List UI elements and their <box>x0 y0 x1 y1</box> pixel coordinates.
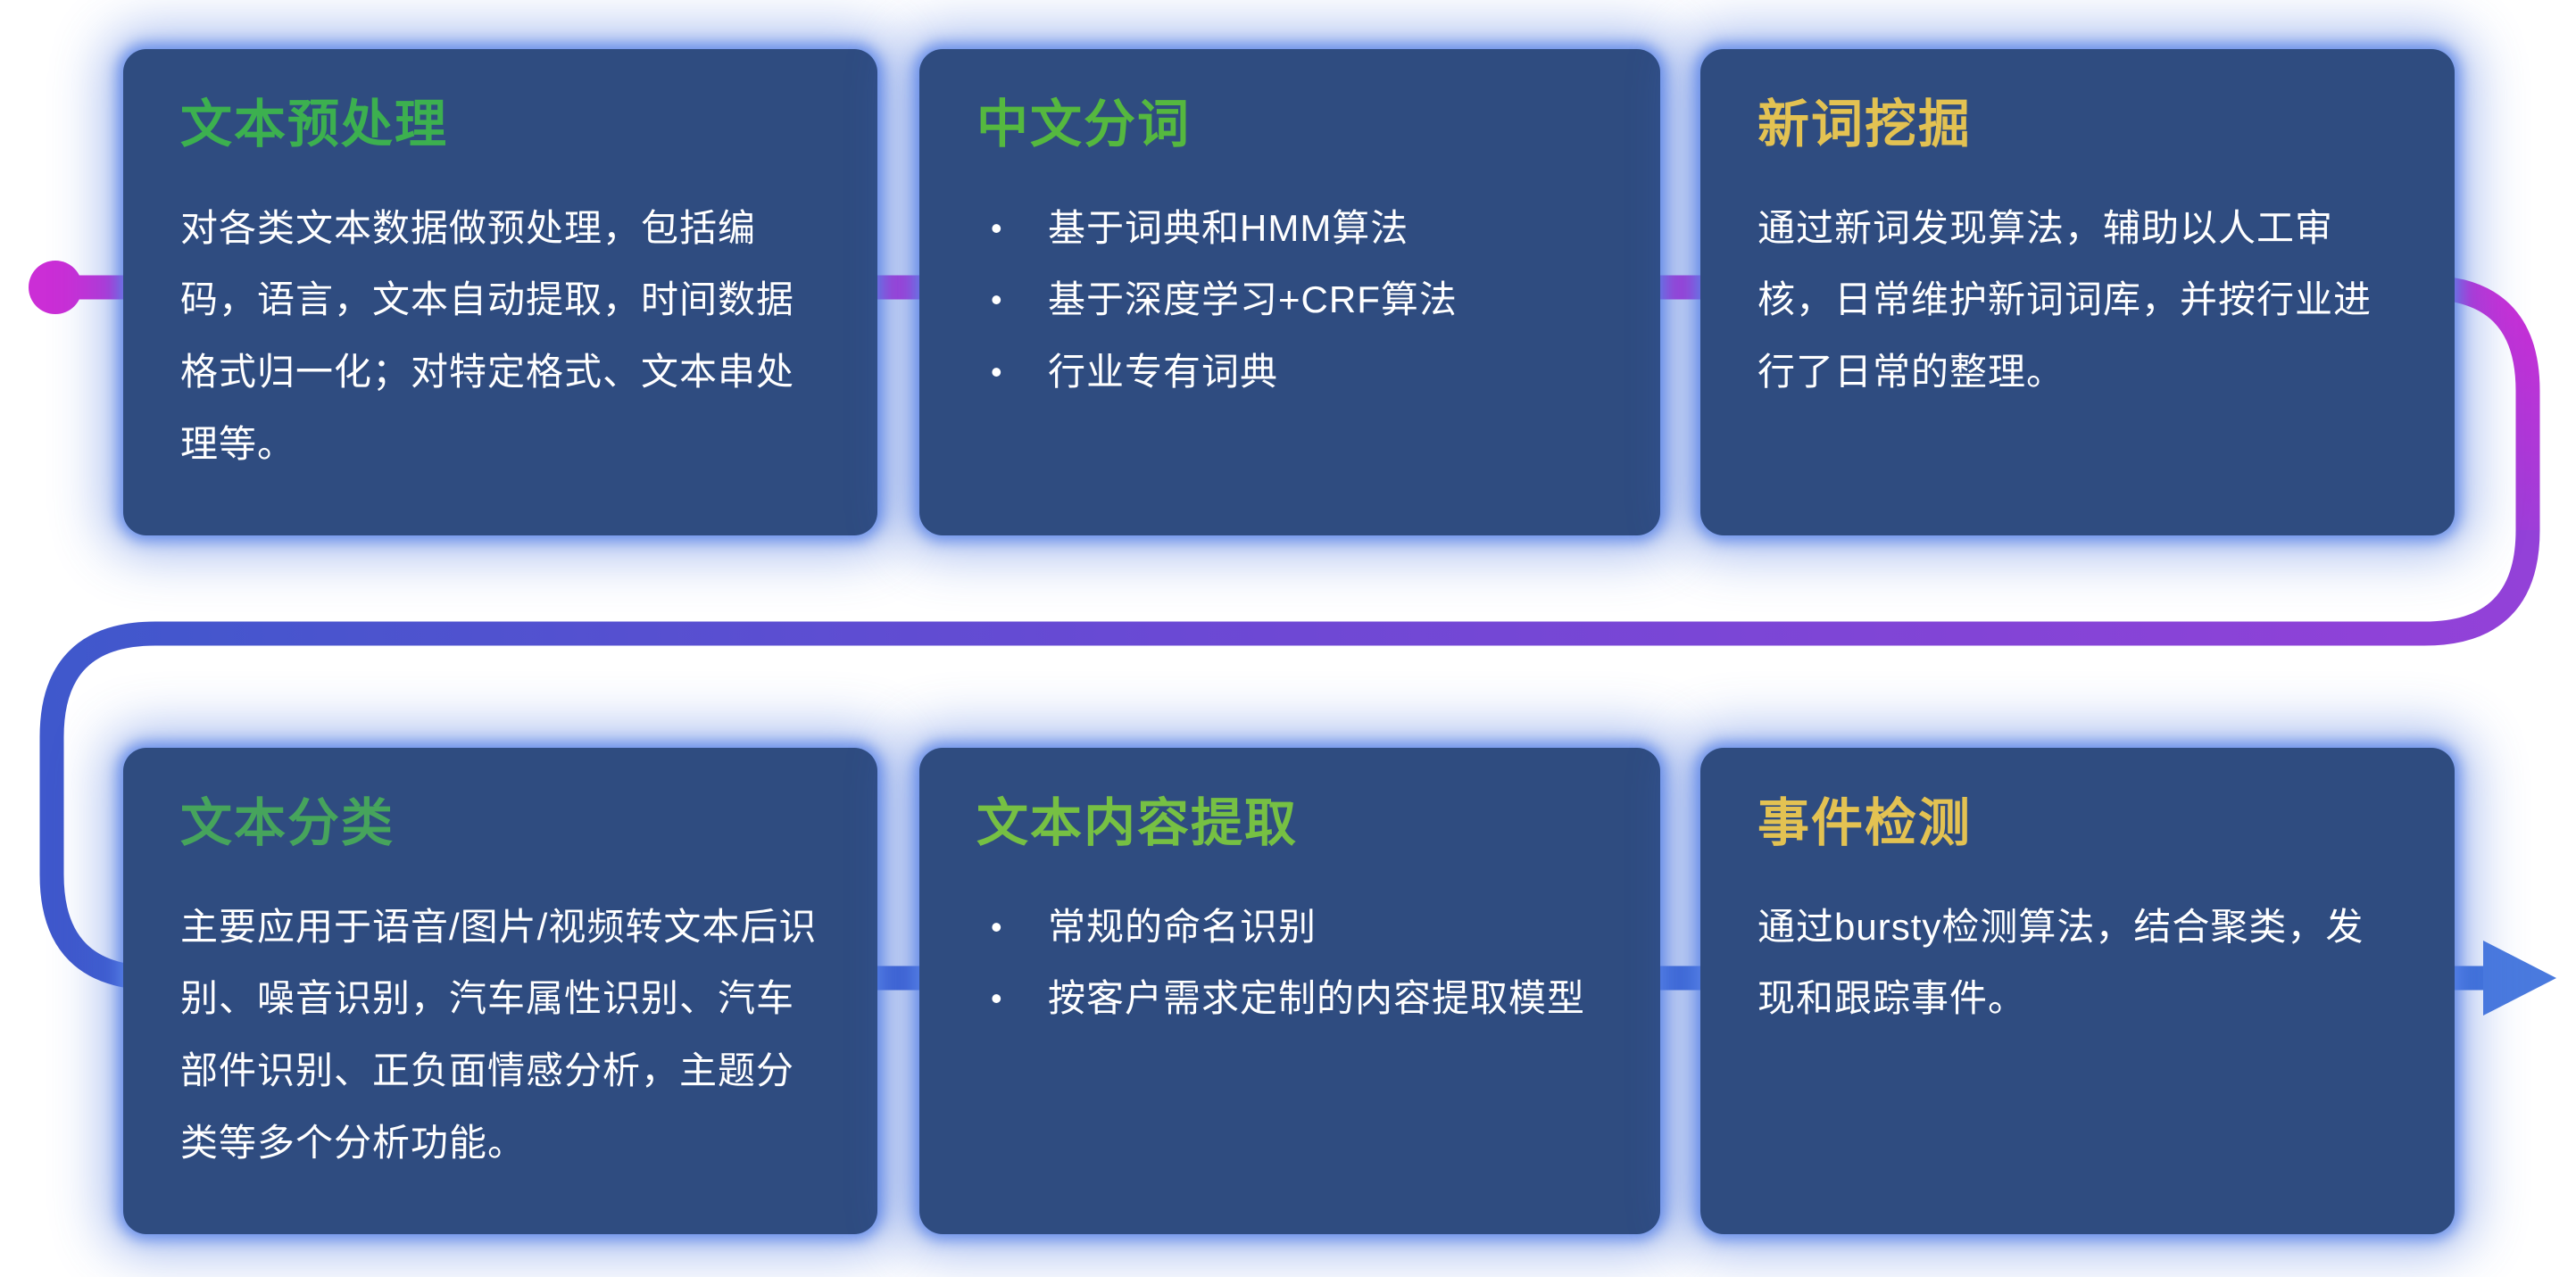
card-title: 文本分类 <box>180 794 395 852</box>
card-chinese-word-segmentation: 中文分词 • 基于词典和HMM算法 • 基于深度学习+CRF算法 • 行业专有词… <box>919 49 1660 535</box>
card-title: 新词挖掘 <box>1757 95 1973 153</box>
bullet-marker-icon: • <box>991 352 1003 390</box>
card-new-word-mining: 新词挖掘 通过新词发现算法，辅助以人工审核，日常维护新词词库，并按行业进行了日常… <box>1700 49 2455 535</box>
bullet-text: 按客户需求定制的内容提取模型 <box>1048 977 1586 1020</box>
card-text-classification: 文本分类 主要应用于语音/图片/视频转文本后识别、噪音识别，汽车属性识别、汽车部… <box>123 748 877 1234</box>
bullet-marker-icon: • <box>991 209 1003 246</box>
card-title: 文本预处理 <box>180 95 449 153</box>
card-body: 对各类文本数据做预处理，包括编码，语言，文本自动提取，时间数据格式归一化；对特定… <box>180 206 795 465</box>
bullet-marker-icon: • <box>991 980 1003 1017</box>
flow-middle-line <box>39 529 2540 875</box>
card-body: 通过新词发现算法，辅助以人工审核，日常维护新词词库，并按行业进行了日常的整理。 <box>1757 206 2372 393</box>
card-title: 事件检测 <box>1757 794 1973 852</box>
card-text-content-extraction: 文本内容提取 • 常规的命名识别 • 按客户需求定制的内容提取模型 <box>919 748 1660 1234</box>
bullet-marker-icon: • <box>991 281 1003 319</box>
card-title: 中文分词 <box>976 95 1192 153</box>
bullet-item: • 行业专有词典 <box>976 336 1603 409</box>
bullet-marker-icon: • <box>991 908 1003 945</box>
bullet-item: • 基于深度学习+CRF算法 <box>976 264 1603 336</box>
card-text-preprocessing: 文本预处理 对各类文本数据做预处理，包括编码，语言，文本自动提取，时间数据格式归… <box>123 49 877 535</box>
bullet-text: 基于词典和HMM算法 <box>1048 206 1409 249</box>
bullet-item: • 按客户需求定制的内容提取模型 <box>976 963 1603 1035</box>
bullet-text: 常规的命名识别 <box>1048 905 1317 948</box>
bullet-item: • 常规的命名识别 <box>976 891 1603 964</box>
bullet-text: 行业专有词典 <box>1048 350 1279 393</box>
card-title: 文本内容提取 <box>976 794 1299 852</box>
card-bullet-list: • 基于词典和HMM算法 • 基于深度学习+CRF算法 • 行业专有词典 <box>976 193 1603 409</box>
bullet-item: • 基于词典和HMM算法 <box>976 193 1603 265</box>
flow-end-arrow-icon <box>2483 941 2556 1016</box>
card-event-detection: 事件检测 通过bursty检测算法，结合聚类，发现和跟踪事件。 <box>1700 748 2455 1234</box>
card-bullet-list: • 常规的命名识别 • 按客户需求定制的内容提取模型 <box>976 891 1603 1035</box>
card-body: 通过bursty检测算法，结合聚类，发现和跟踪事件。 <box>1757 905 2364 1020</box>
bullet-text: 基于深度学习+CRF算法 <box>1048 278 1458 321</box>
card-body: 主要应用于语音/图片/视频转文本后识别、噪音识别，汽车属性识别、汽车部件识别、正… <box>180 905 818 1164</box>
